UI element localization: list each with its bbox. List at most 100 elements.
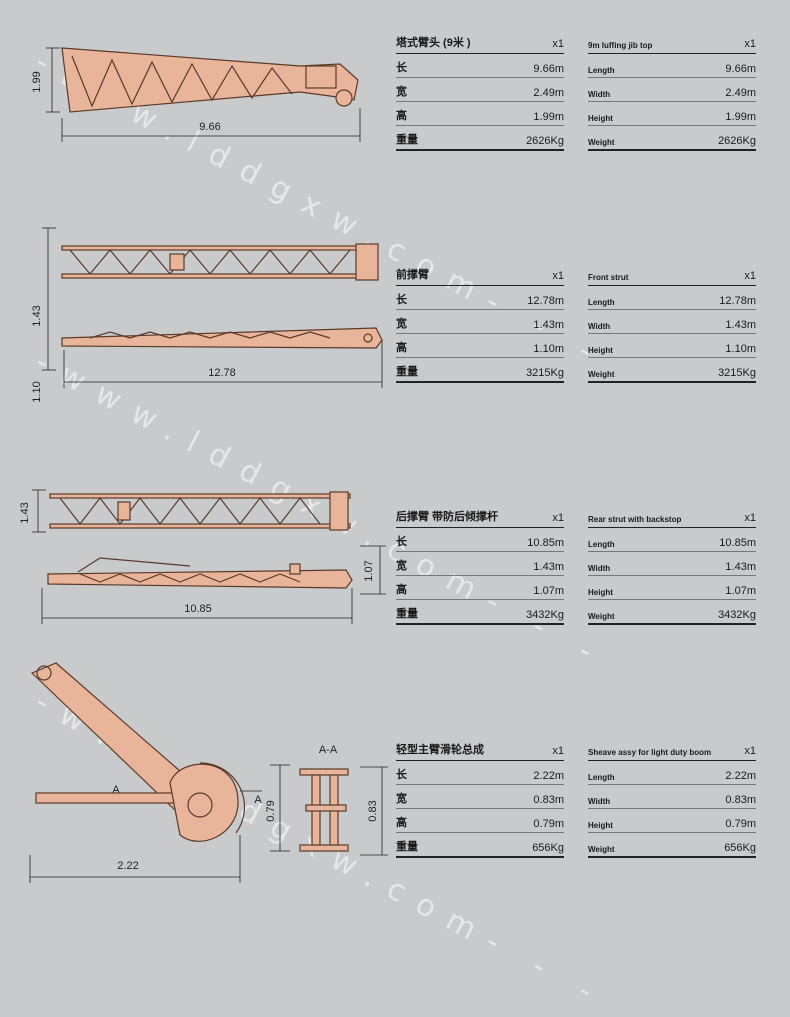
spec-value: 10.85m (527, 537, 564, 549)
spec-value: 656Kg (532, 842, 564, 854)
spec-title: Front strut (588, 273, 629, 282)
spec-key: 高 (396, 110, 407, 122)
rear-strut-side-view (47, 557, 353, 589)
section-luffing-jib-top: 1.99 9.66 塔式臂头 (9米 ) x1 长 9.66m 宽 2.49m 高 1.… (0, 0, 790, 210)
spec-key: Width (588, 797, 611, 806)
spec-qty: x1 (552, 270, 564, 282)
spec-key: 宽 (396, 793, 407, 805)
spec-qty: x1 (744, 512, 756, 524)
spec-key: Weight (588, 845, 615, 854)
section-front-strut: 1.43 12.78 1.10 前撑臂 x1 长 12.78m 宽 1.43m 高 1.… (0, 220, 790, 440)
spec-key: Width (588, 564, 611, 573)
dim-length: 10.85 (184, 603, 212, 615)
spec-title: Sheave assy for light duty boom (588, 748, 712, 757)
spec-qty: x1 (744, 38, 756, 50)
front-strut-drawing: 1.43 12.78 1.10 (31, 227, 383, 403)
spec-qty: x1 (744, 270, 756, 282)
spec-value: 2.49m (725, 87, 756, 99)
section-label-aa: A-A (319, 744, 338, 756)
spec-key: 重量 (396, 841, 418, 853)
dim-width: 0.83 (367, 800, 379, 821)
front-strut-side-view (61, 327, 383, 349)
spec-value: 1.07m (533, 585, 564, 597)
dim-height: 1.07 (363, 560, 375, 581)
dim-length: 2.22 (117, 860, 138, 872)
spec-key: Height (588, 821, 613, 830)
spec-value: 10.85m (719, 537, 756, 549)
dim-width: 1.43 (19, 502, 31, 523)
spec-qty: x1 (552, 512, 564, 524)
spec-value: 1.10m (725, 343, 756, 355)
spec-value: 1.99m (725, 111, 756, 123)
spec-key: 重量 (396, 366, 418, 378)
jib-top-part (61, 47, 359, 113)
rear-strut-drawing: 1.43 1.07 10.85 (19, 489, 386, 624)
dim-width: 1.43 (31, 305, 43, 326)
spec-key: Length (588, 66, 615, 75)
spec-value: 2626Kg (526, 135, 564, 147)
spec-key: Weight (588, 138, 615, 147)
spec-value: 1.07m (725, 585, 756, 597)
spec-value: 0.83m (725, 794, 756, 806)
spec-key: 高 (396, 584, 407, 596)
spec-title: 轻型主臂滑轮总成 (396, 744, 484, 756)
spec-value: 2.22m (533, 770, 564, 782)
spec-value: 1.99m (533, 111, 564, 123)
spec-value: 1.10m (533, 343, 564, 355)
spec-key: 长 (396, 769, 407, 781)
spec-value: 656Kg (724, 842, 756, 854)
spec-value: 2.22m (725, 770, 756, 782)
spec-value: 9.66m (725, 63, 756, 75)
spec-value: 0.83m (533, 794, 564, 806)
dim-length: 9.66 (199, 121, 220, 133)
sheave-side-view (30, 662, 246, 842)
spec-value: 2.49m (533, 87, 564, 99)
spec-title: 后撑臂 带防后倾撑杆 (396, 511, 499, 523)
spec-key: 宽 (396, 86, 407, 98)
spec-key: 重量 (396, 134, 418, 146)
spec-value: 2626Kg (718, 135, 756, 147)
spec-table-cn: 前撑臂 x1 长 12.78m 宽 1.43m 高 1.10m 重量 3215Kg (396, 262, 564, 383)
spec-value: 9.66m (533, 63, 564, 75)
spec-value: 12.78m (527, 295, 564, 307)
section-mark-a: A (112, 784, 120, 796)
spec-title: 9m luffing jib top (588, 41, 653, 50)
spec-value: 3432Kg (526, 609, 564, 621)
spec-value: 12.78m (719, 295, 756, 307)
spec-key: Weight (588, 370, 615, 379)
spec-key: 长 (396, 536, 407, 548)
spec-value: 3215Kg (718, 367, 756, 379)
spec-key: 宽 (396, 318, 407, 330)
spec-value: 1.43m (725, 319, 756, 331)
sheave-assembly-drawing: A-A A A 0.79 0.83 2.22 (29, 662, 388, 883)
spec-value: 0.79m (533, 818, 564, 830)
spec-value: 3215Kg (526, 367, 564, 379)
dim-height: 1.99 (31, 71, 43, 92)
spec-key: Length (588, 298, 615, 307)
spec-value: 1.43m (533, 561, 564, 573)
spec-key: 高 (396, 342, 407, 354)
spec-key: 长 (396, 62, 407, 74)
front-strut-top-view (61, 243, 379, 281)
spec-key: Weight (588, 612, 615, 621)
spec-value: 1.43m (725, 561, 756, 573)
spec-value: 1.43m (533, 319, 564, 331)
dim-height: 1.10 (31, 381, 43, 402)
spec-key: Width (588, 322, 611, 331)
sheave-section-view (299, 768, 349, 852)
spec-title: 前撑臂 (396, 269, 429, 281)
jib-top-drawing: 1.99 9.66 (31, 47, 361, 142)
spec-key: 长 (396, 294, 407, 306)
dim-length: 12.78 (208, 367, 236, 379)
spec-value: 0.79m (725, 818, 756, 830)
spec-key: Length (588, 773, 615, 782)
spec-title: 塔式臂头 (9米 ) (396, 37, 471, 49)
spec-value: 3432Kg (718, 609, 756, 621)
